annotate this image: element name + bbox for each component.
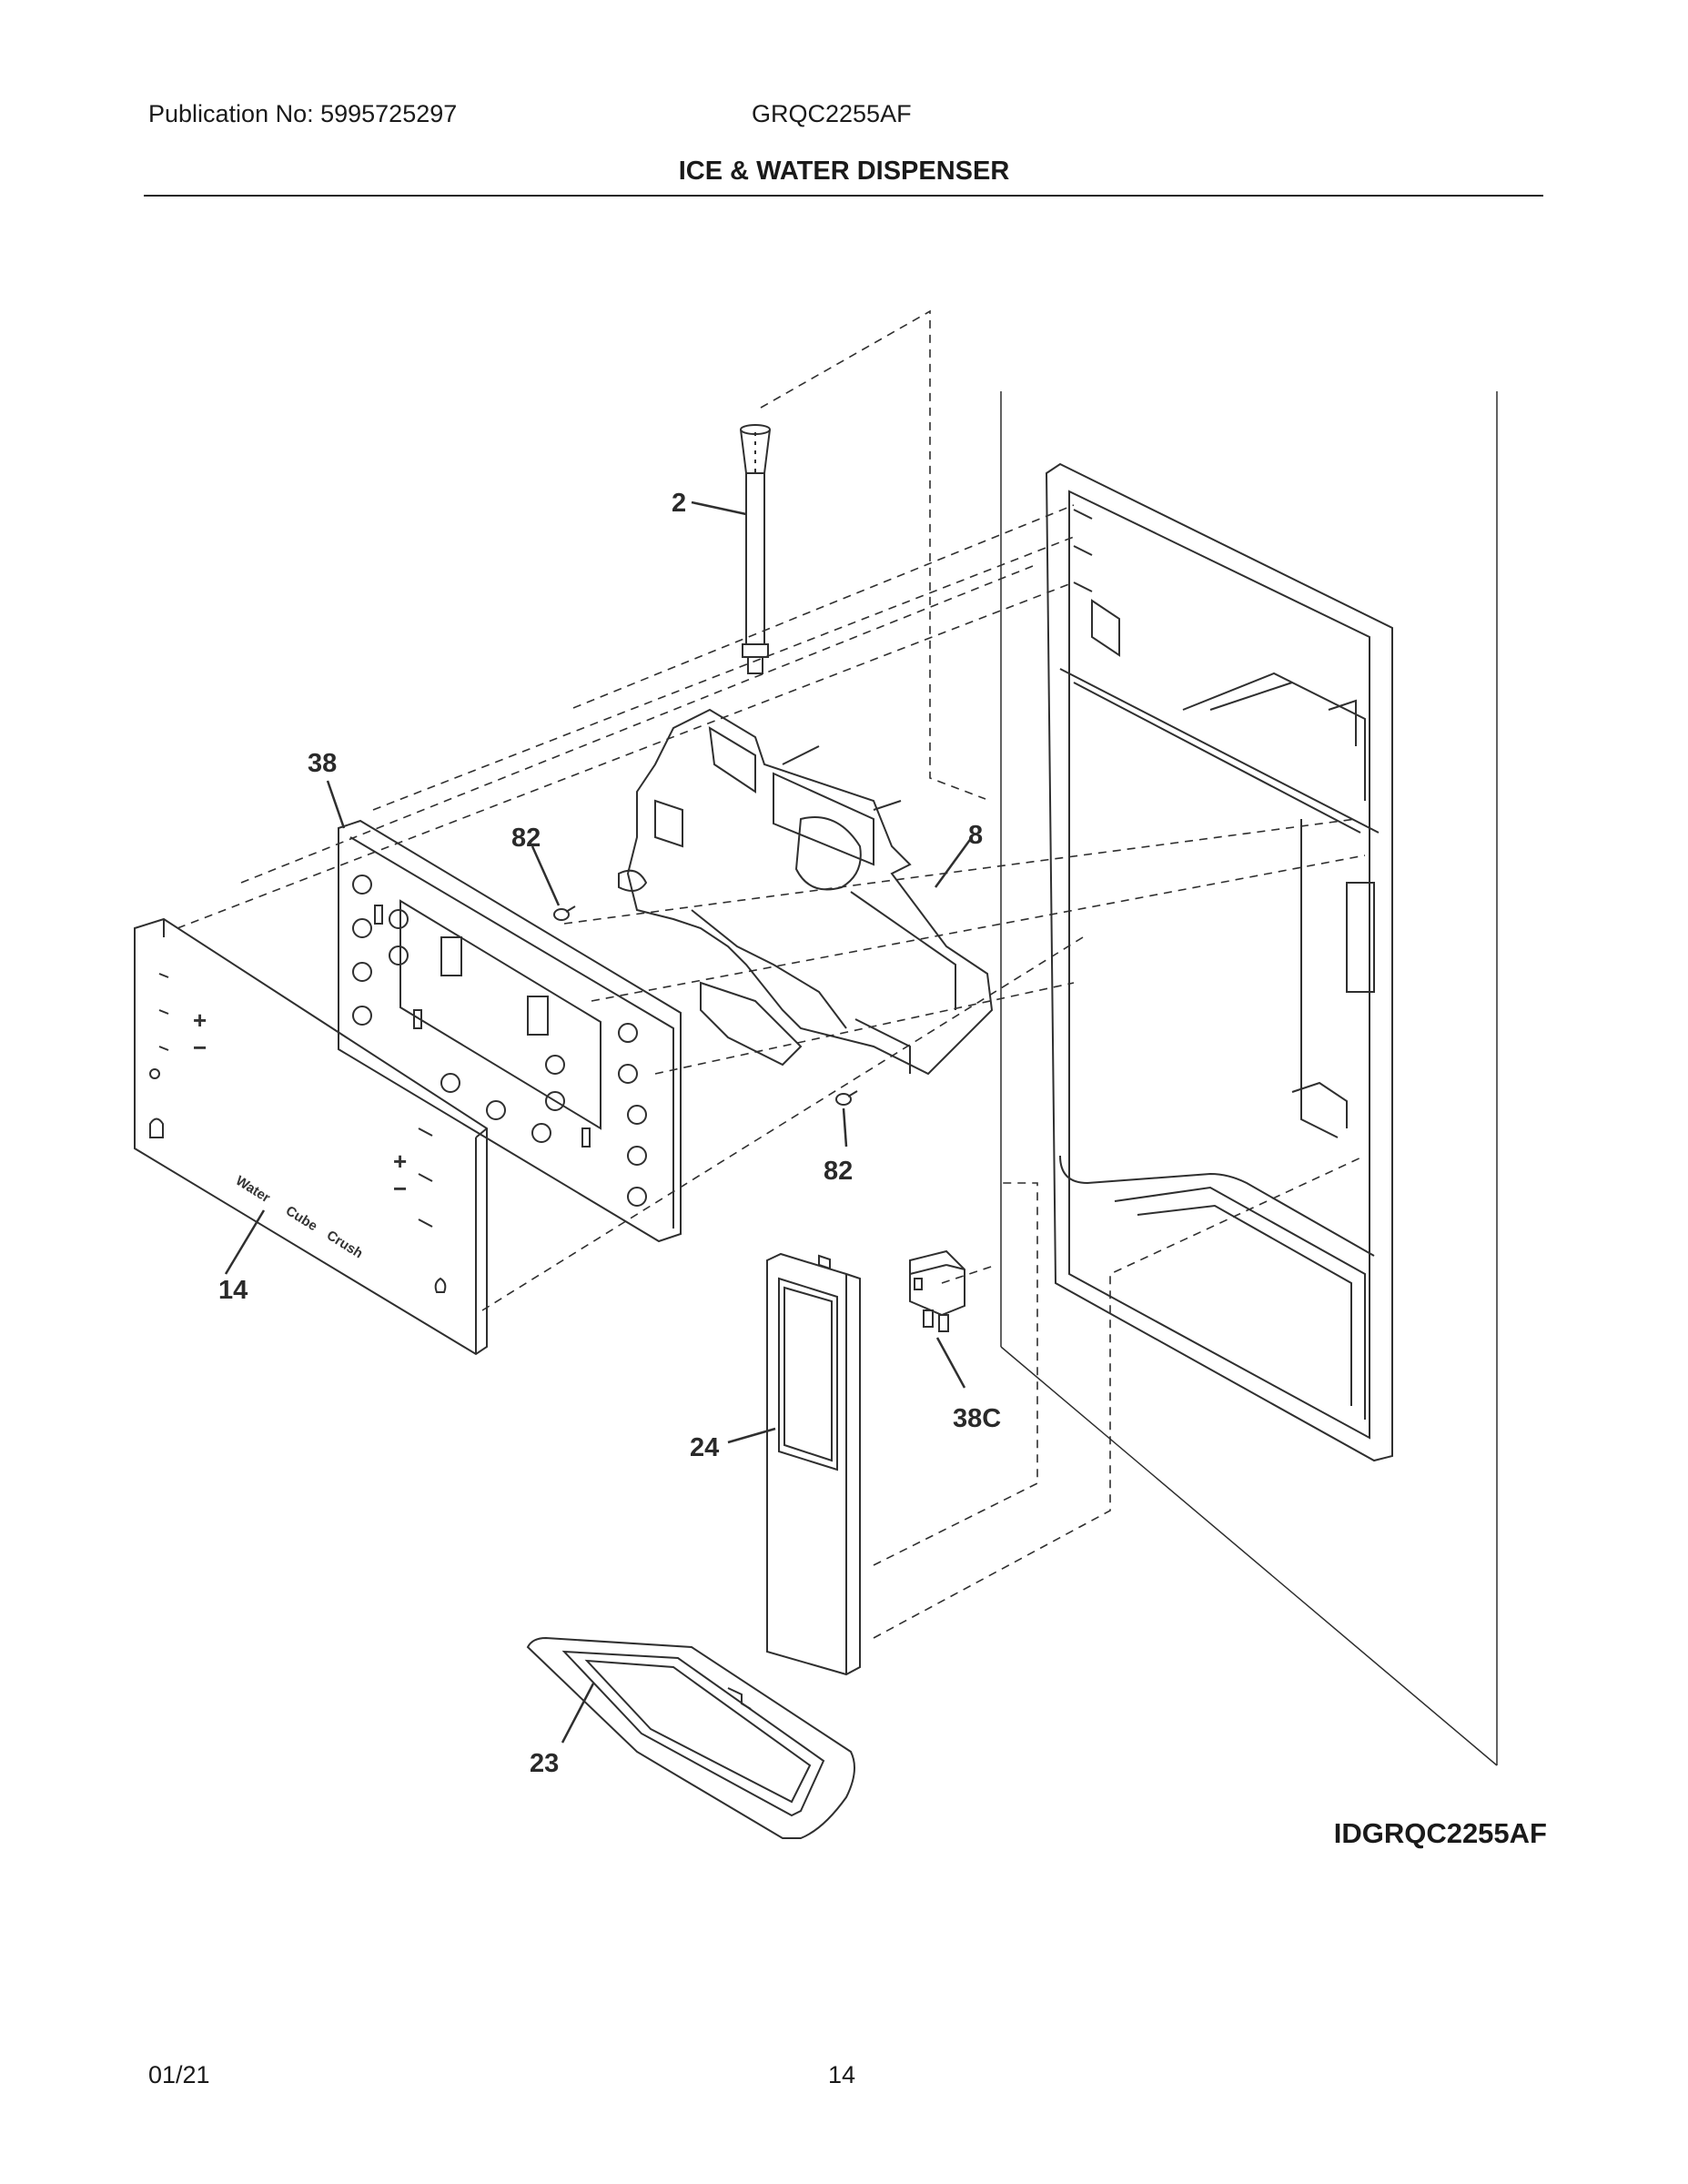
panel-minus-left: −	[193, 1034, 207, 1061]
panel-label-cube: Cube	[283, 1203, 320, 1234]
callout-24: 24	[690, 1433, 719, 1462]
dispenser-front-panel	[134, 917, 488, 1356]
callout-38c: 38C	[953, 1404, 1001, 1433]
callout-38: 38	[308, 749, 337, 778]
callout-14: 14	[218, 1276, 248, 1305]
callout-23: 23	[530, 1749, 559, 1778]
panel-label-water: Water	[233, 1173, 273, 1206]
screw-upper	[553, 905, 576, 921]
leader-lines	[224, 500, 974, 1744]
drip-tray	[526, 1636, 855, 1839]
panel-plus-left: +	[193, 1006, 207, 1034]
section-title: ICE & WATER DISPENSER	[678, 157, 1010, 186]
screw-lower	[835, 1090, 858, 1106]
diagram-id: IDGRQC2255AF	[1333, 1817, 1547, 1849]
page-number: 14	[828, 2061, 856, 2088]
publication-number: Publication No: 5995725297	[148, 100, 458, 127]
dispenser-switch	[909, 1249, 965, 1332]
callout-8: 8	[968, 821, 983, 850]
header-divider	[144, 195, 1543, 197]
model-number: GRQC2255AF	[752, 100, 912, 127]
door-housing	[1000, 391, 1498, 1766]
panel-plus-right: +	[393, 1148, 407, 1175]
water-tube	[740, 424, 771, 674]
panel-label-crush: Crush	[324, 1228, 366, 1261]
assembly-lines	[177, 309, 1366, 1639]
ice-chute-housing	[618, 708, 994, 1076]
control-board	[338, 819, 682, 1243]
callout-82-upper: 82	[511, 824, 541, 853]
panel-minus-right: −	[393, 1175, 407, 1202]
callout-2: 2	[672, 489, 686, 518]
callout-82-lower: 82	[824, 1157, 853, 1186]
dispenser-pad	[766, 1252, 861, 1676]
footer-date: 01/21	[148, 2061, 210, 2088]
